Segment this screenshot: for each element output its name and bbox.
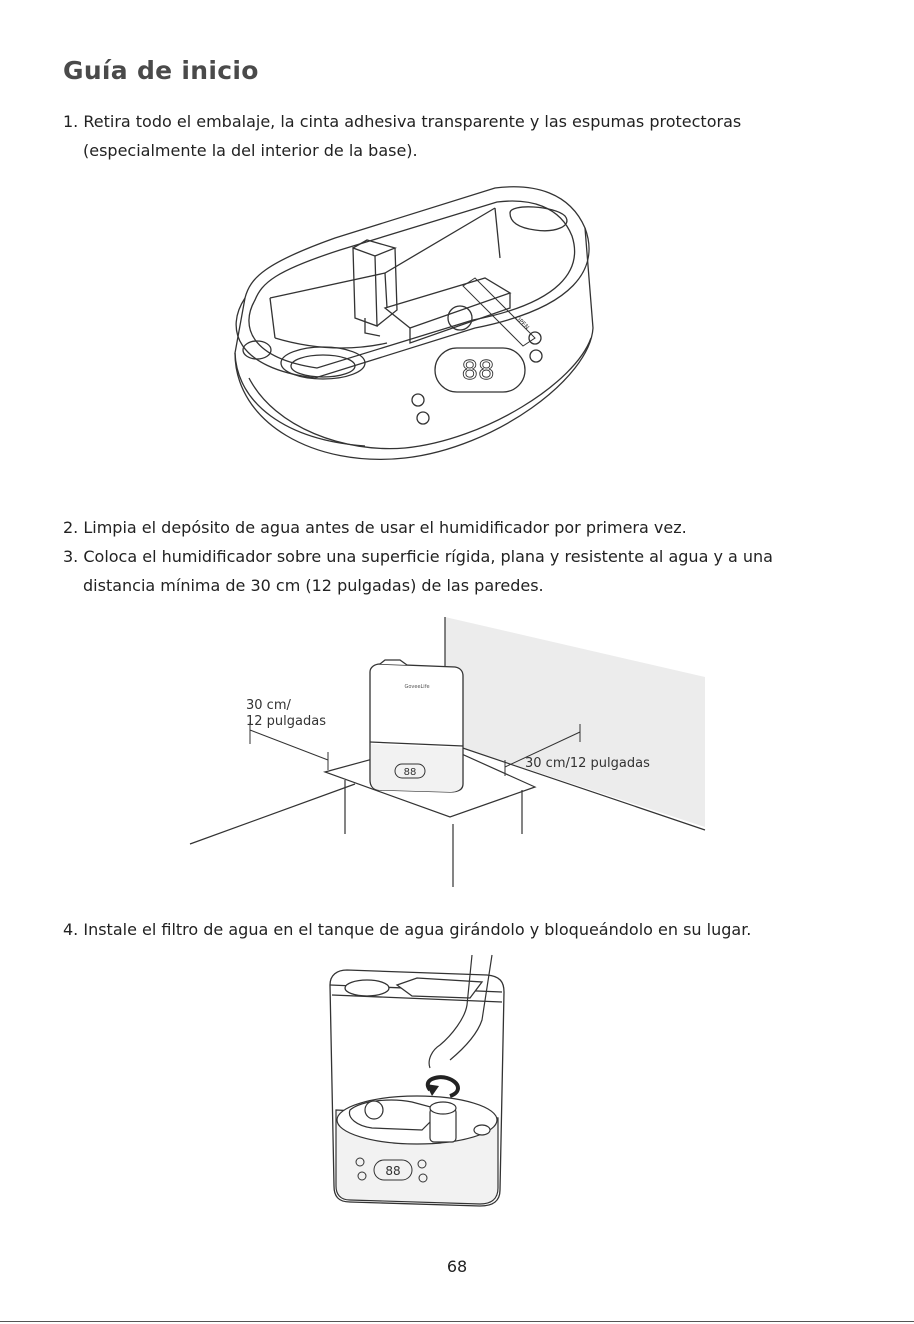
figure-1-display: 88 (461, 356, 494, 386)
figure-1-tape-label: OPEN (514, 314, 531, 331)
figure-2-label-right: 30 cm/12 pulgadas (525, 756, 650, 771)
step-2: 2. Limpia el depósito de agua antes de u… (63, 513, 863, 542)
figure-3-display: 88 (385, 1164, 400, 1178)
page-title: Guía de inicio (63, 56, 259, 85)
figure-2-label-left-1: 30 cm/ (246, 698, 291, 713)
figure-base-packaging: 88 OPEN (234, 186, 594, 460)
figure-filter-install: 88 (329, 954, 505, 1207)
figure-2-display: 88 (404, 767, 417, 778)
step-1: 1. Retira todo el embalaje, la cinta adh… (63, 107, 863, 165)
figure-2-brand: GoveeLife (404, 684, 429, 690)
step-1-line-2: (especialmente la del interior de la bas… (83, 141, 418, 160)
step-4: 4. Instale el filtro de agua en el tanqu… (63, 915, 863, 944)
figure-2-label-left-2: 12 pulgadas (246, 714, 326, 729)
step-3-line-1: 3. Coloca el humidificador sobre una sup… (63, 547, 773, 566)
step-1-line-1: 1. Retira todo el embalaje, la cinta adh… (63, 112, 742, 131)
step-4-line-1: 4. Instale el filtro de agua en el tanqu… (63, 920, 752, 939)
figure-placement: 88 GoveeLife 30 cm/ 12 pulgadas 30 cm/12… (189, 617, 706, 887)
step-3: 3. Coloca el humidificador sobre una sup… (63, 542, 863, 600)
page-number: 68 (446, 1257, 468, 1276)
step-3-line-2: distancia mínima de 30 cm (12 pulgadas) … (83, 576, 544, 595)
step-2-line-1: 2. Limpia el depósito de agua antes de u… (63, 518, 687, 537)
bottom-rule (0, 1321, 914, 1322)
